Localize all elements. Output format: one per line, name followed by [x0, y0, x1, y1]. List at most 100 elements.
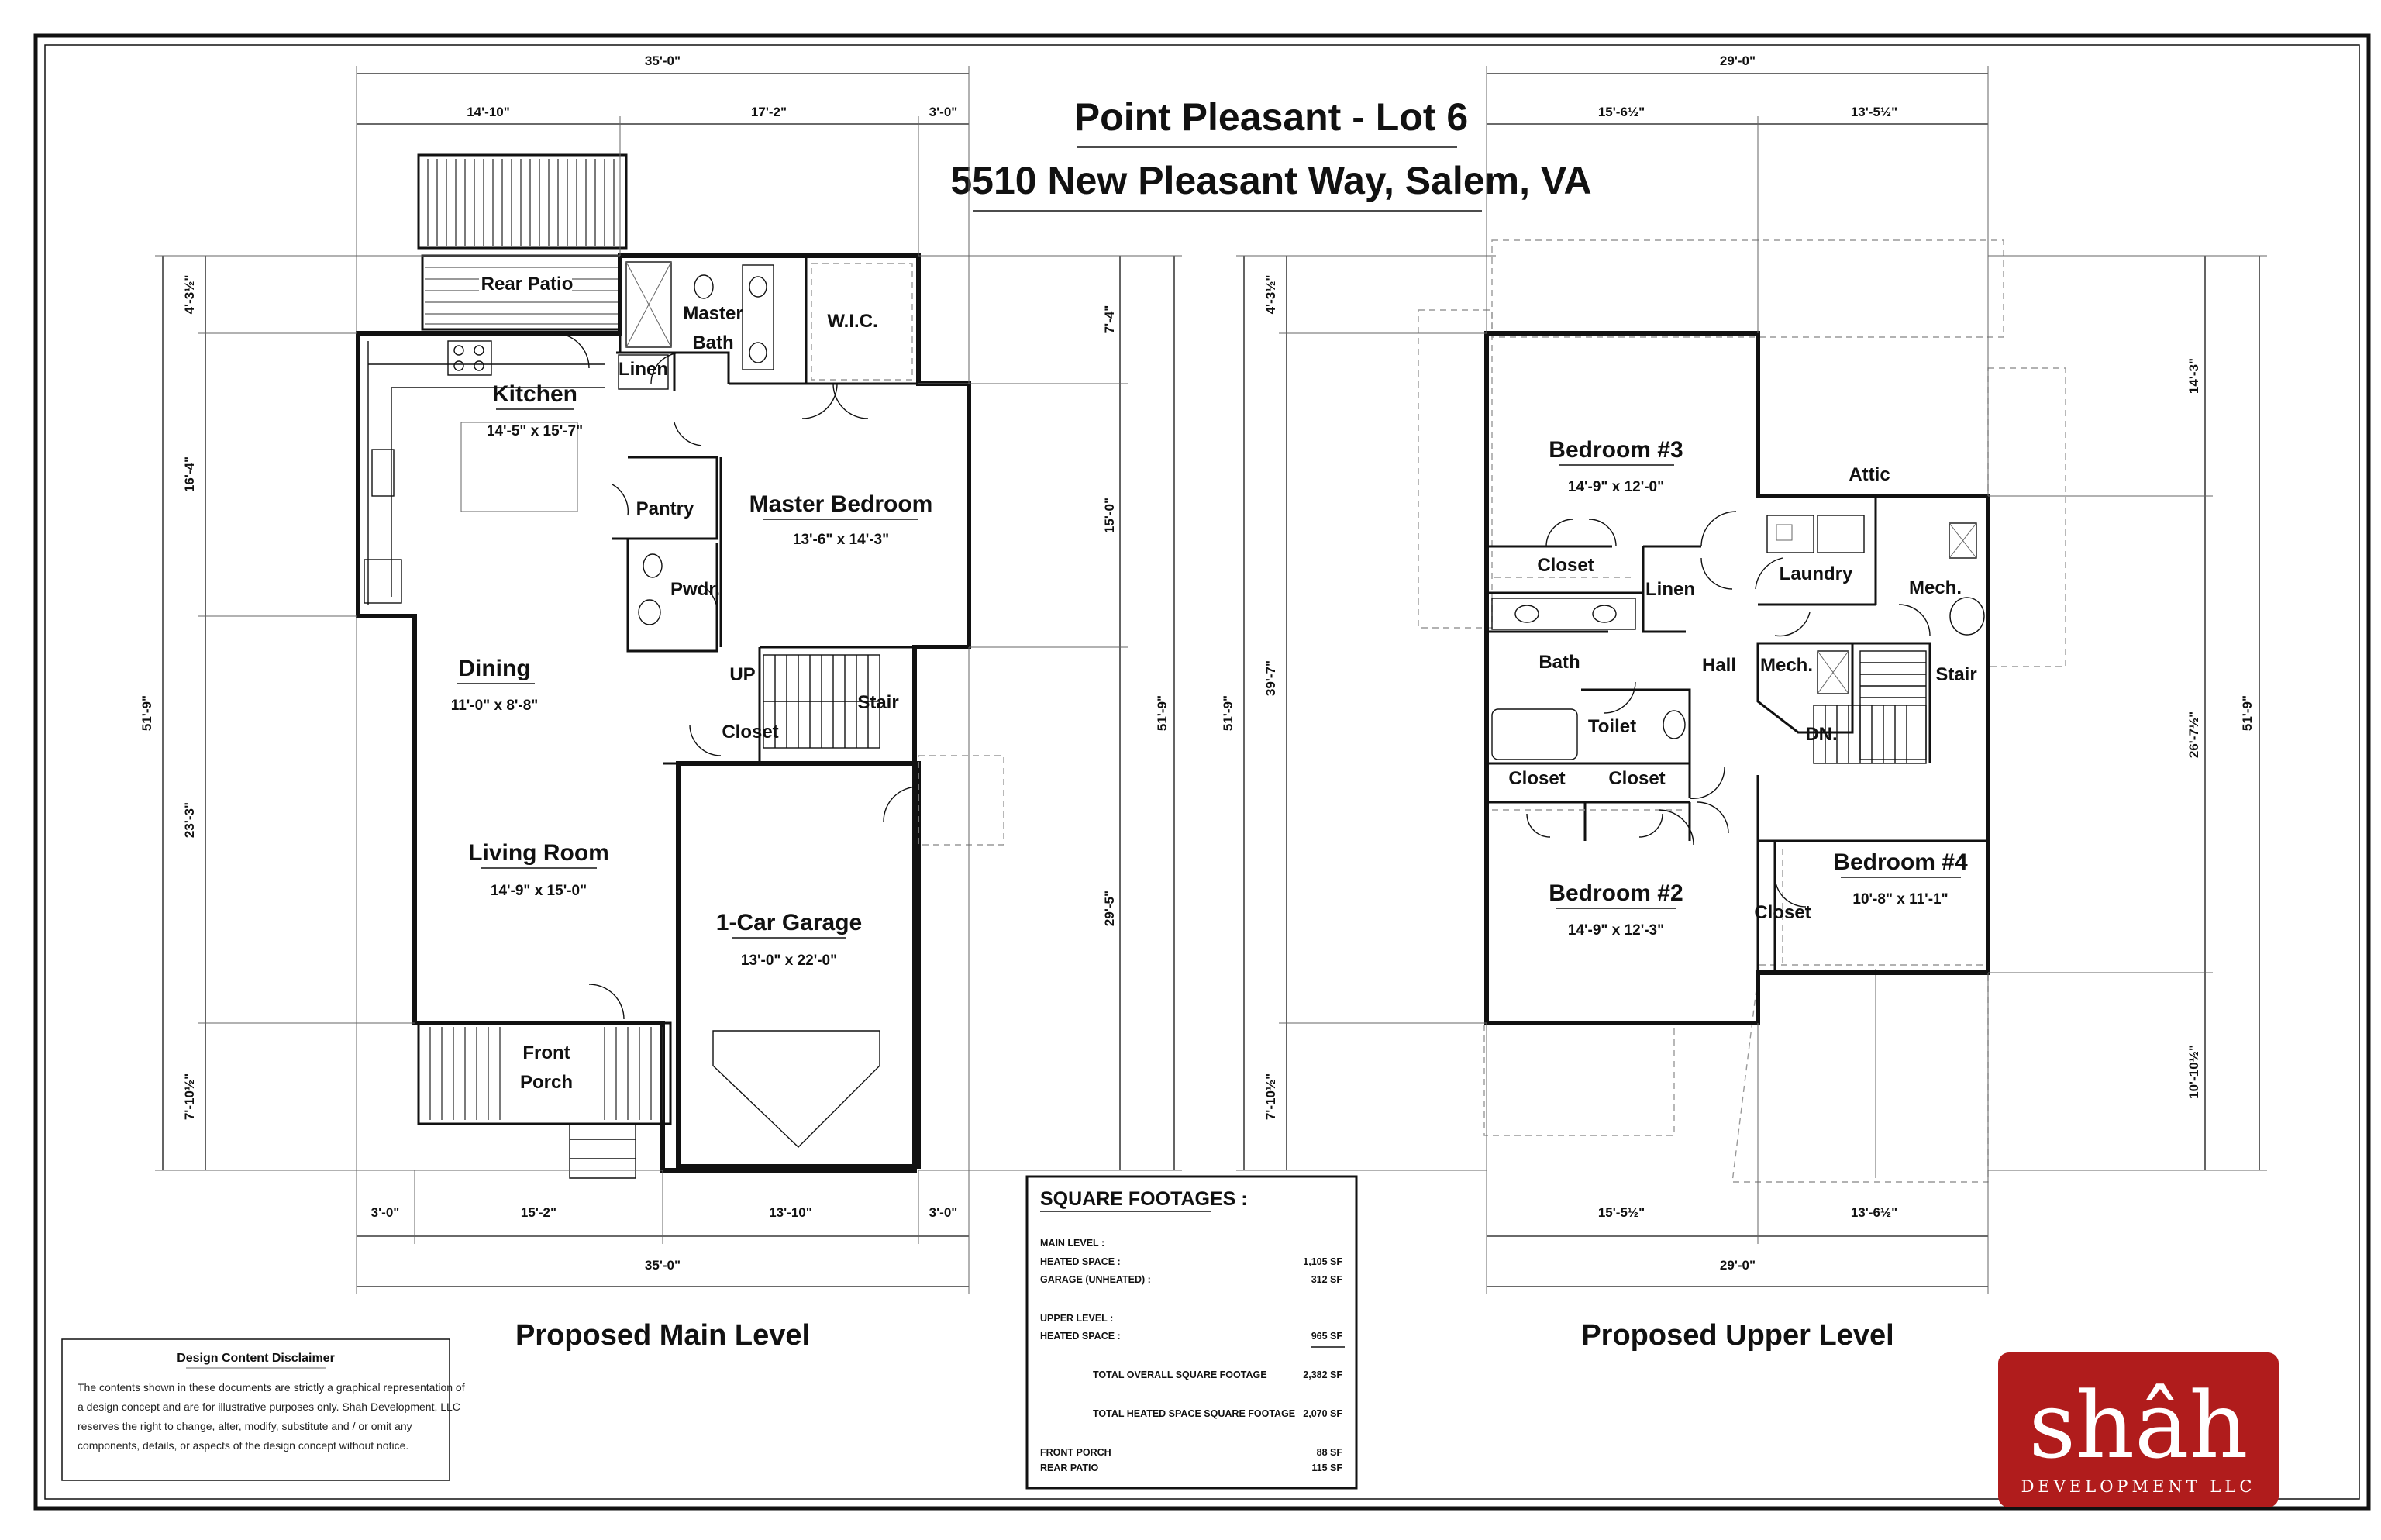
toilet-icon [643, 553, 663, 578]
room-label: Master Bedroom [749, 491, 933, 517]
closet-shelves [1492, 577, 1783, 965]
garage-door-swing [712, 1030, 880, 1148]
sheet-border-outer [33, 33, 2371, 1511]
room-label: Attic [1849, 464, 1890, 485]
dim-label: 39'-7" [1263, 660, 1278, 696]
main-dimension-lines [155, 66, 1182, 1294]
dim-label: 4'-3½" [1263, 275, 1278, 315]
front-porch-boards [429, 1027, 663, 1120]
sqft-row-label: HEATED SPACE : [1040, 1256, 1121, 1267]
vanity [742, 264, 774, 370]
dim-label: 15'-2" [521, 1205, 556, 1220]
disclaimer-line: reserves the right to change, alter, mod… [78, 1420, 412, 1432]
room-label: 1-Car Garage [716, 910, 862, 935]
disclaimer-line: The contents shown in these documents ar… [78, 1381, 465, 1394]
dim-label: 35'-0" [645, 53, 681, 68]
dim-label: 3'-0" [929, 105, 958, 119]
sqft-heading: SQUARE FOOTAGES : [1040, 1188, 1248, 1210]
dim-label: 13'-5½" [1851, 105, 1897, 119]
dim-label: 7'-10½" [182, 1073, 197, 1120]
shah-development-logo: shâh DEVELOPMENT LLC [1998, 1352, 2279, 1507]
sqft-row-value: 965 SF [1311, 1331, 1343, 1342]
upper-level-label: Proposed Upper Level [1581, 1319, 1893, 1352]
sqft-row-label: MAIN LEVEL : [1040, 1238, 1104, 1249]
stair-direction-label: DN. [1805, 724, 1837, 745]
dim-label: 14'-3" [2186, 358, 2201, 394]
sink-icon [638, 599, 661, 625]
room-label: W.I.C. [827, 311, 877, 332]
porch-steps [569, 1124, 636, 1179]
kitchen-sink [371, 449, 395, 497]
burner-icon [474, 360, 484, 371]
mech-unit [1817, 650, 1849, 694]
square-footages-table: SQUARE FOOTAGES : MAIN LEVEL : HEATED SP… [1025, 1175, 1358, 1490]
shower [625, 261, 672, 348]
dim-label: 7'-4" [1102, 305, 1117, 334]
mech-unit [1949, 522, 1977, 559]
disclaimer-line: components, details, or aspects of the d… [78, 1439, 408, 1452]
burner-icon [453, 360, 464, 371]
sink-icon [749, 342, 767, 363]
washer [1766, 515, 1814, 553]
room-dims: 14'-9" x 12'-3" [1568, 922, 1664, 939]
room-label: Closet [1608, 768, 1665, 789]
sqft-row-value: 2,382 SF [1303, 1369, 1342, 1380]
dim-label: 51'-9" [2240, 695, 2255, 731]
logo-tagline: DEVELOPMENT LLC [2021, 1477, 2256, 1496]
garage-side-pad [918, 755, 1004, 846]
dim-label: 3'-0" [929, 1205, 958, 1220]
sqft-row-label: TOTAL OVERALL SQUARE FOOTAGE [1093, 1369, 1267, 1380]
linen-closet [618, 354, 669, 390]
dryer [1817, 515, 1865, 553]
room-label: Mech. [1909, 577, 1962, 598]
stair-direction-label: UP [729, 664, 755, 685]
room-dims: 14'-9" x 15'-0" [491, 883, 587, 899]
sqft-row-value: 1,105 SF [1303, 1256, 1342, 1267]
disclaimer-line: a design concept and are for illustrativ… [78, 1400, 460, 1413]
sqft-row-label: TOTAL HEATED SPACE SQUARE FOOTAGE [1093, 1408, 1295, 1419]
disclaimer-heading: Design Content Disclaimer [177, 1352, 335, 1365]
rear-patio-label-bg [479, 269, 572, 297]
room-dims: 14'-5" x 15'-7" [487, 423, 583, 439]
garage-walls [676, 761, 921, 1169]
main-doors [553, 332, 919, 1020]
room-dims: 13'-0" x 22'-0" [741, 953, 837, 969]
dim-label: 7'-10½" [1263, 1073, 1278, 1120]
dim-label: 51'-9" [1221, 695, 1235, 731]
sqft-row-label: UPPER LEVEL : [1040, 1313, 1113, 1324]
sqft-row-value: 115 SF [1311, 1462, 1342, 1473]
upper-windows [1484, 331, 1990, 1025]
room-label: Front [522, 1042, 570, 1063]
main-level-label: Proposed Main Level [515, 1319, 810, 1352]
room-label: Master [683, 303, 743, 324]
bathtub [1491, 708, 1578, 760]
dim-label: 13'-10" [769, 1205, 812, 1220]
room-label: Mech. [1760, 655, 1813, 676]
room-label: Bath [1539, 652, 1580, 673]
toilet-icon [1663, 710, 1686, 739]
room-label: Closet [1508, 768, 1565, 789]
room-label: Rear Patio [481, 274, 574, 295]
room-label: Stair [1935, 664, 1976, 685]
sqft-row-value: 88 SF [1317, 1447, 1343, 1458]
dim-label: 16'-4" [182, 456, 197, 492]
room-label: Laundry [1780, 563, 1853, 584]
dim-label: 51'-9" [1155, 695, 1170, 731]
room-dims: 11'-0" x 8'-8" [451, 698, 539, 714]
upper-stair [1813, 650, 1927, 764]
upper-level-plan: Bedroom #3 14'-9" x 12'-0" Attic Closet … [1221, 53, 2267, 1352]
dim-label: 15'-0" [1102, 498, 1117, 533]
dim-label: 15'-6½" [1598, 105, 1645, 119]
sqft-row-label: GARAGE (UNHEATED) : [1040, 1274, 1151, 1285]
lower-roof-outline [1491, 239, 2004, 338]
dim-label: 4'-3½" [182, 275, 197, 315]
sqft-row-label: FRONT PORCH [1040, 1447, 1111, 1458]
sink-icon [1592, 605, 1617, 623]
rear-patio-boards [427, 159, 615, 246]
room-dims: 10'-8" x 11'-1" [1852, 891, 1948, 908]
room-label: Bedroom #4 [1833, 849, 1968, 875]
dim-label: 10'-10½" [2186, 1045, 2201, 1099]
upper-dimension-lines [1236, 66, 2267, 1294]
main-level-plan: Rear Patio Kitchen 14'-5" x 15'-7" Maste… [140, 53, 1182, 1352]
